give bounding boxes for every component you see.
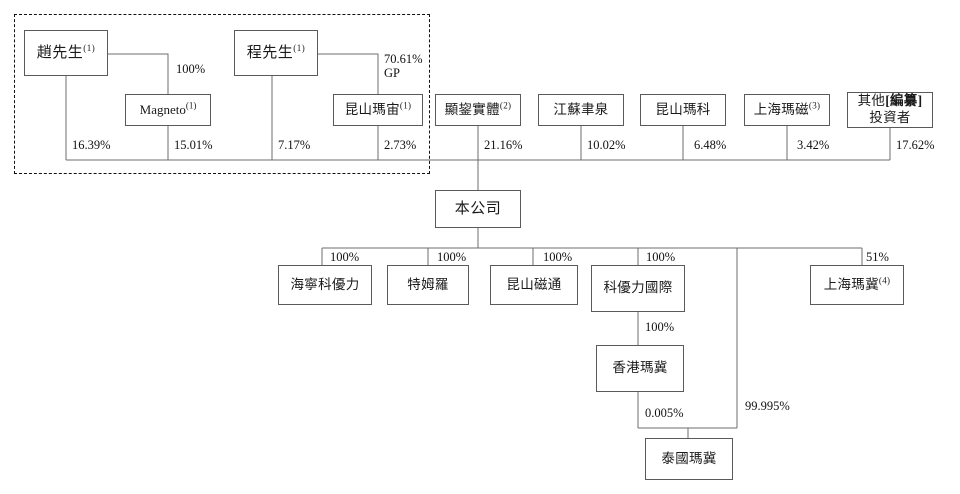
pct-magneto-to-company: 15.01%: [174, 138, 213, 152]
node-other-investors[interactable]: 其他[編纂] 投資者: [847, 92, 933, 128]
node-the-company[interactable]: 本公司: [435, 190, 521, 228]
node-keyouli-intl-label: 科優力國際: [603, 280, 673, 296]
node-other-investors-redaction-tag: [編纂]: [885, 93, 923, 109]
pct-kunshan-mazhou-gp: 70.61% GP: [384, 52, 423, 81]
node-thailand-maji-label: 泰國瑪冀: [661, 450, 717, 466]
node-magneto-footnote: (1): [185, 100, 197, 111]
pct-jiangsu-to-company: 10.02%: [587, 138, 626, 152]
pct-kunshan-mazhou-to-company: 2.73%: [384, 138, 417, 152]
node-thailand-maji[interactable]: 泰國瑪冀: [645, 438, 733, 480]
node-kunshan-make-label: 昆山瑪科: [655, 101, 711, 117]
pct-others-to-company: 17.62%: [896, 138, 935, 152]
node-kunshan-make[interactable]: 昆山瑪科: [640, 94, 726, 126]
pct-cheng-to-company: 7.17%: [278, 138, 311, 152]
node-shanghai-maji[interactable]: 上海瑪冀(4): [810, 265, 904, 305]
node-temuluo-label: 特姆羅: [407, 276, 449, 292]
node-kunshan-mazhou-label: 昆山瑪宙: [344, 101, 400, 117]
pct-xianyun-to-company: 21.16%: [484, 138, 523, 152]
node-kunshan-citong[interactable]: 昆山磁通: [490, 265, 578, 305]
node-other-investors-line2: 投資者: [869, 110, 911, 125]
pct-kunshan-mazhou-gp-value: 70.61%: [384, 52, 423, 66]
node-shanghai-maci[interactable]: 上海瑪磁(3): [744, 94, 830, 126]
pct-keyouli-international: 100%: [646, 250, 676, 264]
node-the-company-label: 本公司: [454, 200, 502, 217]
node-zhao-xiansheng[interactable]: 趙先生(1): [24, 30, 108, 76]
node-xianyun-footnote: (2): [499, 100, 512, 111]
node-hongkong-maji[interactable]: 香港瑪冀: [596, 345, 684, 392]
pct-thailand-from-hongkong: 0.005%: [645, 406, 684, 420]
node-temuluo[interactable]: 特姆羅: [387, 265, 469, 305]
pct-temuluo: 100%: [437, 250, 467, 264]
node-magneto[interactable]: Magneto(1): [125, 94, 211, 126]
node-jiangsu-label: 江蘇聿泉: [553, 101, 609, 117]
node-xianyun-entities[interactable]: 顯鋆實體(2): [435, 94, 521, 126]
node-magneto-label: Magneto: [139, 101, 186, 117]
pct-kunshan-mazhou-gp-role: GP: [384, 66, 400, 81]
node-zhao-footnote: (1): [83, 42, 96, 53]
node-haining-label: 海寧科優力: [290, 276, 360, 292]
node-kunshan-citong-label: 昆山磁通: [506, 276, 562, 292]
node-shanghai-maji-label: 上海瑪冀: [823, 276, 879, 292]
node-cheng-footnote: (1): [293, 42, 306, 53]
node-cheng-xiansheng[interactable]: 程先生(1): [234, 30, 318, 76]
pct-thailand-from-keyouli: 99.995%: [745, 399, 790, 413]
pct-shanghai-maji: 51%: [866, 250, 889, 264]
node-haining-keyouli[interactable]: 海寧科優力: [278, 265, 372, 305]
node-kunshan-mazhou-footnote: (1): [399, 100, 412, 111]
pct-magneto-owned: 100%: [176, 62, 206, 76]
node-zhao-label: 趙先生: [36, 44, 84, 61]
pct-zhao-to-company: 16.39%: [72, 138, 111, 152]
pct-kunshan-citong: 100%: [543, 250, 573, 264]
node-hongkong-maji-label: 香港瑪冀: [612, 360, 668, 376]
node-kunshan-mazhou[interactable]: 昆山瑪宙(1): [333, 94, 423, 126]
pct-haining: 100%: [330, 250, 360, 264]
pct-hongkong-maji: 100%: [645, 320, 675, 334]
node-cheng-label: 程先生: [246, 44, 294, 61]
node-shanghai-maci-footnote: (3): [808, 100, 821, 111]
node-other-investors-line1-prefix: 其他: [857, 93, 886, 109]
node-xianyun-label: 顯鋆實體: [444, 101, 500, 117]
controlling-shareholder-group-boundary: [14, 14, 430, 174]
node-shanghai-maji-footnote: (4): [878, 275, 891, 286]
pct-kunshan-make-to-company: 6.48%: [694, 138, 727, 152]
node-shanghai-maci-label: 上海瑪磁: [753, 101, 809, 117]
pct-shanghai-maci-to-company: 3.42%: [797, 138, 830, 152]
node-jiangsu-yuquan[interactable]: 江蘇聿泉: [538, 94, 624, 126]
node-keyouli-international[interactable]: 科優力國際: [591, 265, 685, 312]
